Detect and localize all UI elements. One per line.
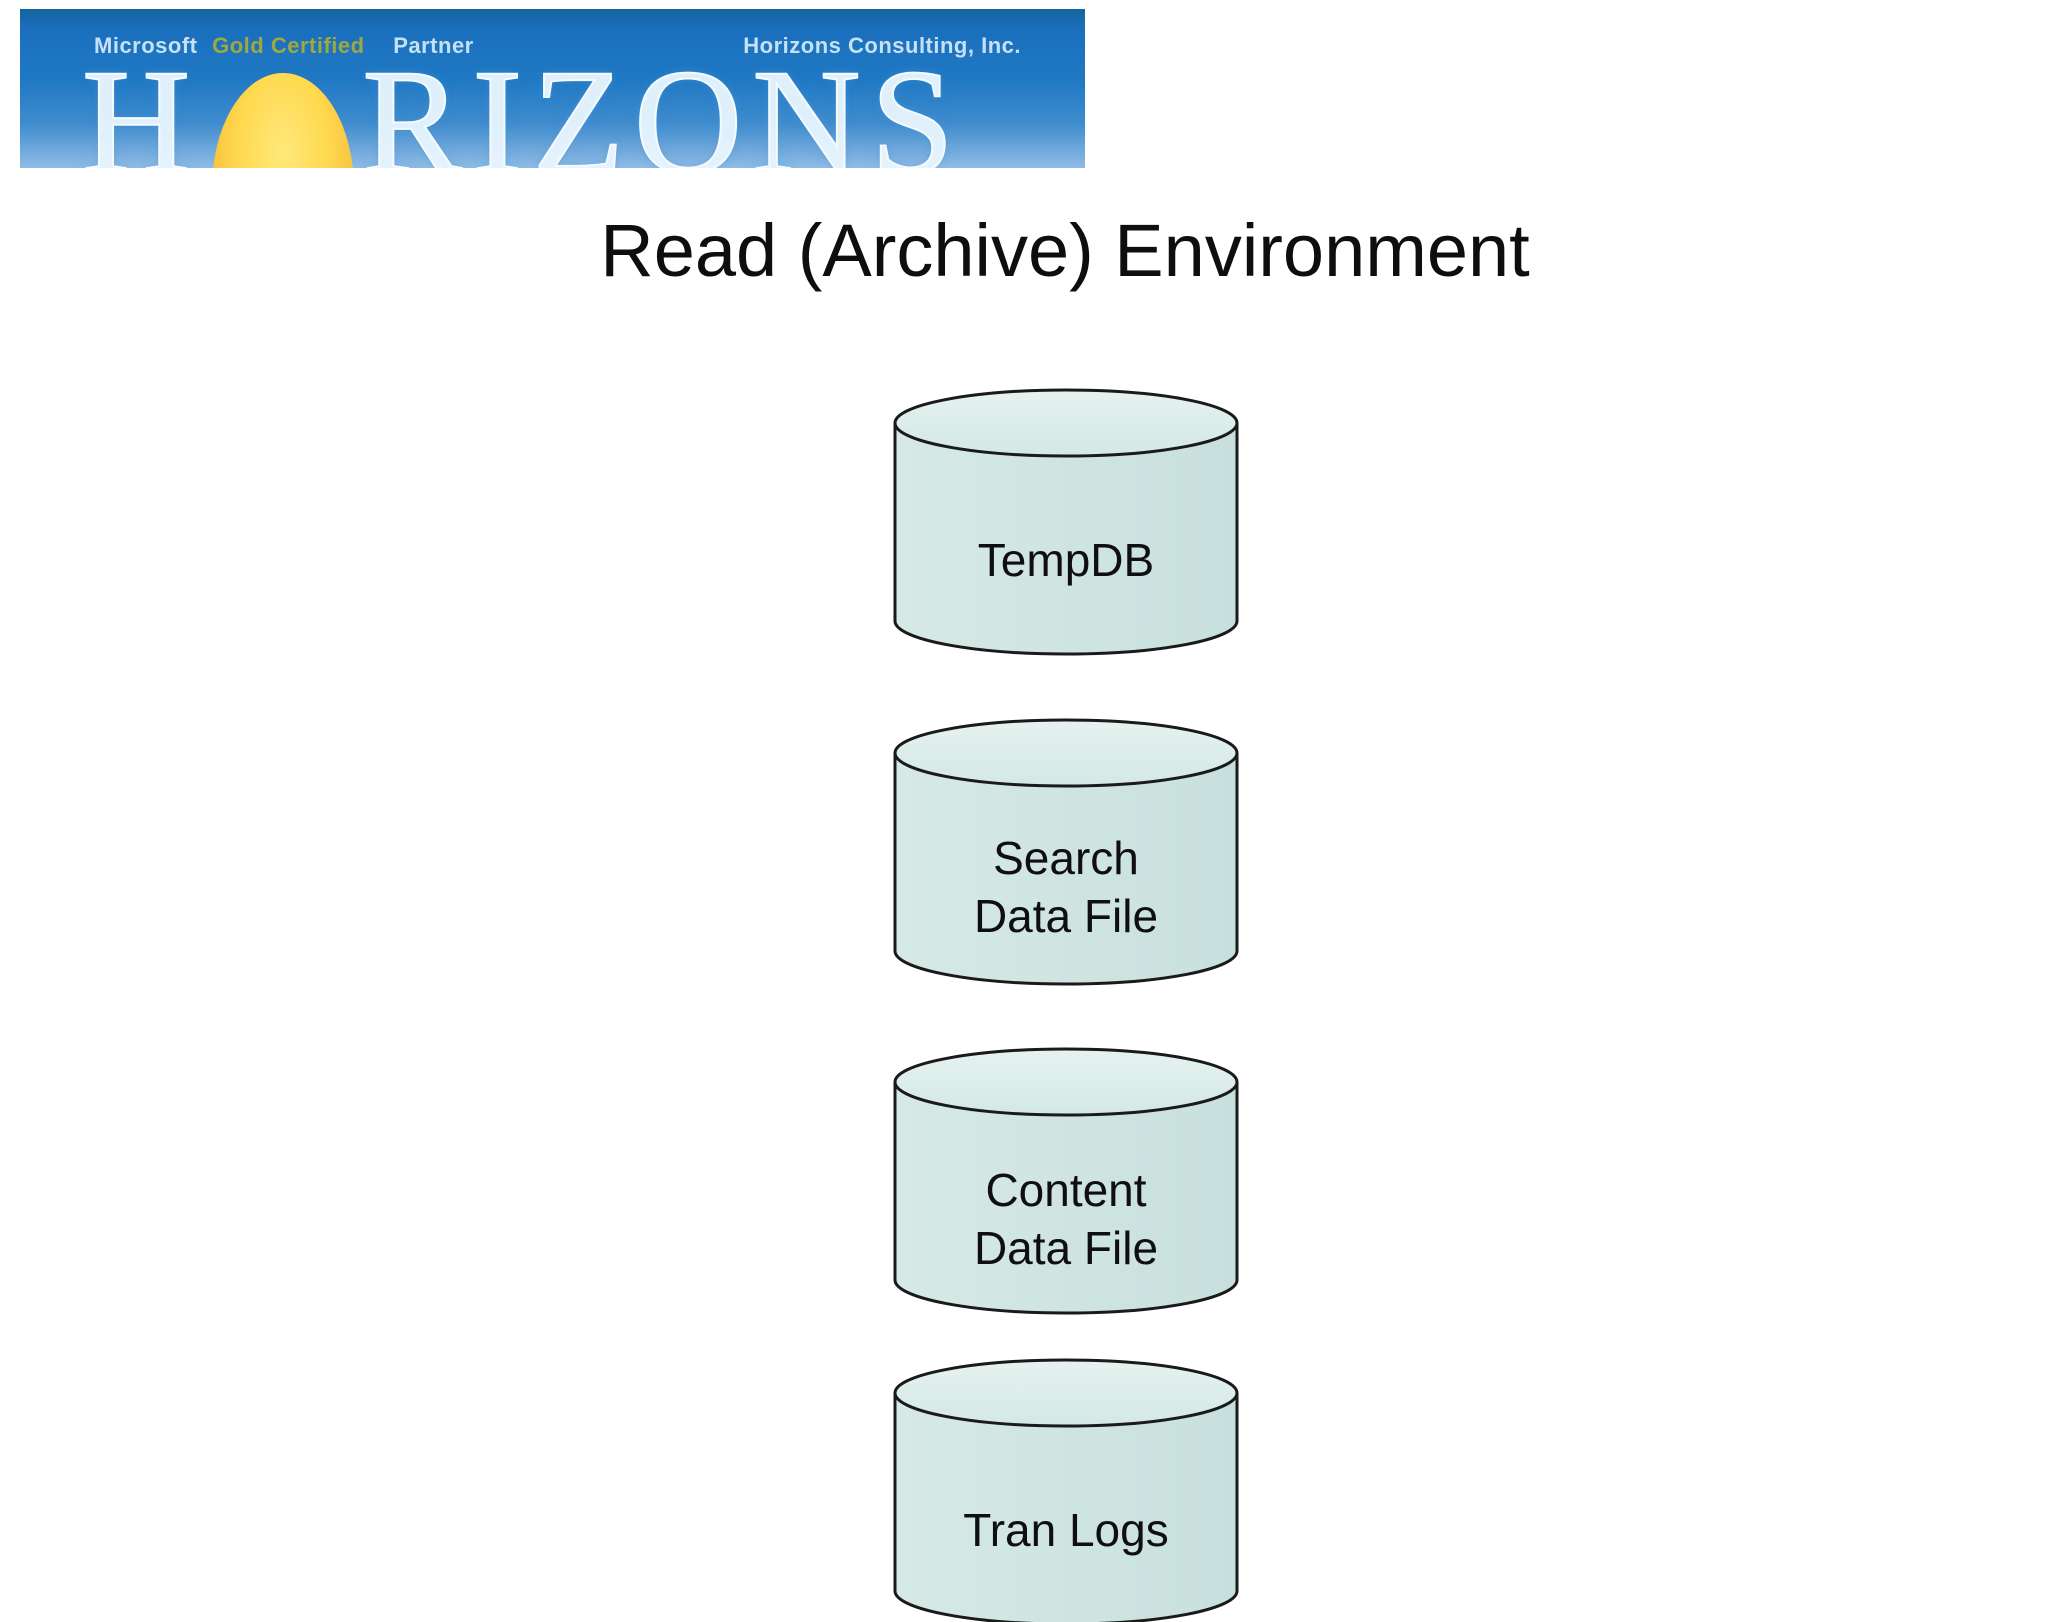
database-cylinder-tempdb: TempDB <box>893 388 1239 656</box>
gold-certified-label: Gold Certified <box>212 33 365 58</box>
cylinder-label-line: Data File <box>973 1222 1159 1274</box>
cylinder-label-line: Tran Logs <box>963 1504 1169 1556</box>
microsoft-label: Microsoft <box>94 33 198 58</box>
cylinder-label: Content Data File <box>893 1161 1239 1277</box>
cylinder-label: Search Data File <box>893 829 1239 945</box>
database-cylinder-icon <box>893 388 1239 656</box>
database-cylinder-icon <box>893 1358 1239 1622</box>
sun-icon <box>212 73 355 168</box>
cylinder-label-line: Search <box>993 832 1139 884</box>
database-cylinder-icon <box>893 718 1239 986</box>
wordmark-letter-h: H <box>81 39 191 168</box>
cylinder-label: Tran Logs <box>893 1501 1239 1559</box>
cylinder-label-line: Content <box>985 1164 1147 1216</box>
banner-top-text-row: Microsoft Gold Certified Partner Horizon… <box>94 33 1021 59</box>
partner-label: Partner <box>393 33 474 58</box>
horizons-wordmark: H RIZONS <box>81 39 965 168</box>
cylinder-label-line: Data File <box>973 890 1159 942</box>
page-title: Read (Archive) Environment <box>600 209 1530 292</box>
database-cylinder-tran-logs: Tran Logs <box>893 1358 1239 1622</box>
database-cylinder-search-data-file: Search Data File <box>893 718 1239 986</box>
wordmark-letters-rizons: RIZONS <box>361 39 965 168</box>
company-name-label: Horizons Consulting, Inc. <box>743 33 1021 58</box>
database-cylinder-content-data-file: Content Data File <box>893 1047 1239 1315</box>
microsoft-partner-label: Microsoft Gold Certified Partner <box>94 33 482 59</box>
cylinder-label-line: TempDB <box>977 534 1155 586</box>
cylinder-label: TempDB <box>893 531 1239 589</box>
horizons-logo-banner: Microsoft Gold Certified Partner Horizon… <box>20 9 1085 168</box>
database-cylinder-icon <box>893 1047 1239 1315</box>
